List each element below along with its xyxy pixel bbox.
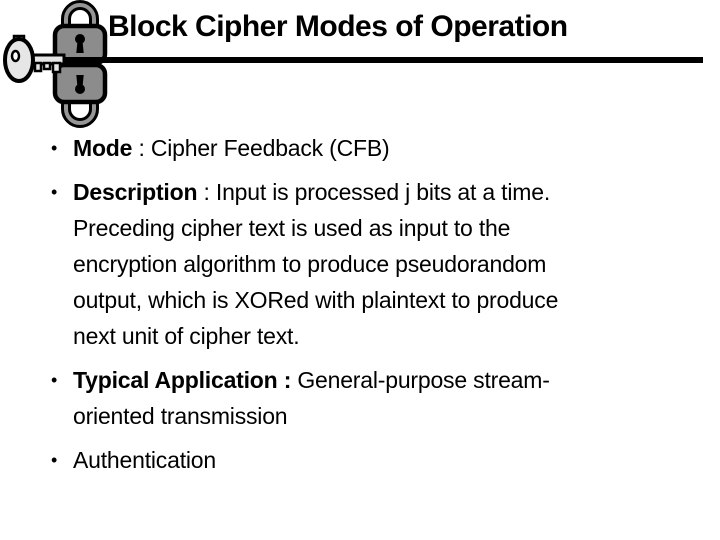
padlock-upside-down-icon (52, 62, 108, 128)
list-item: • Authentication (48, 442, 696, 478)
padlock-key-clipart (3, 0, 108, 128)
key-icon (3, 34, 66, 83)
bullet-body: : Cipher Feedback (CFB) (132, 135, 390, 161)
bullet-text: Authentication (73, 442, 216, 478)
bullet-icon: • (51, 450, 58, 470)
bullet-bold-label: Typical Application : (73, 367, 292, 393)
bullet-icon: • (51, 370, 58, 390)
bullet-icon: • (51, 182, 58, 202)
bullet-text: Mode : Cipher Feedback (CFB) (73, 130, 390, 166)
list-item: • Description : Input is processed j bit… (48, 174, 696, 354)
list-item: • Mode : Cipher Feedback (CFB) (48, 130, 696, 166)
bullet-text: Typical Application : General-purpose st… (73, 362, 550, 434)
bullet-body: General-purpose stream- oriented transmi… (73, 367, 550, 429)
bullet-icon: • (51, 138, 58, 158)
bullet-text: Description : Input is processed j bits … (73, 174, 558, 354)
bullet-bold-label: Description (73, 179, 198, 205)
bullet-body: : Input is processed j bits at a time. P… (73, 179, 559, 349)
bullet-list: • Mode : Cipher Feedback (CFB) • Descrip… (48, 130, 696, 486)
bullet-bold-label: Mode (73, 135, 133, 161)
list-item: • Typical Application : General-purpose … (48, 362, 696, 434)
title-underline (65, 57, 703, 63)
padlock-icon (52, 0, 108, 66)
bullet-body: Authentication (73, 447, 216, 473)
slide-title: Block Cipher Modes of Operation (108, 10, 568, 43)
